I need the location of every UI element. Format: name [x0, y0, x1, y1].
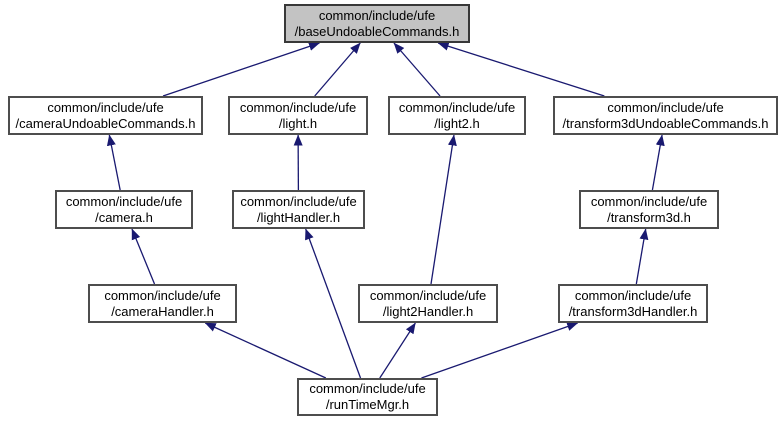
edge-runTimeMgr-to-transform3dHandler — [421, 322, 579, 379]
node-label-line1: common/include/ufe — [590, 193, 708, 209]
edge-cameraHandler-to-camera — [131, 228, 156, 285]
node-label-line2: /camera.h — [95, 209, 153, 225]
node-label-line1: common/include/ufe — [607, 99, 724, 115]
edge-transform3d-to-transform3dUndoableCommands — [651, 134, 665, 191]
node-label-line1: common/include/ufe — [104, 287, 221, 303]
node-label-line2: /transform3dUndoableCommands.h — [562, 115, 769, 131]
node-label-line2: /baseUndoableCommands.h — [294, 23, 460, 39]
node-label-line2: /cameraUndoableCommands.h — [15, 115, 196, 131]
edge-runTimeMgr-to-cameraHandler — [204, 322, 327, 379]
node-label-line2: /transform3dHandler.h — [568, 303, 698, 319]
edge-camera-to-cameraUndoableCommands — [106, 134, 121, 191]
graph-node-cameraHandler[interactable]: common/include/ufe/cameraHandler.h — [88, 284, 237, 323]
node-label-line1: common/include/ufe — [65, 193, 183, 209]
graph-node-light[interactable]: common/include/ufe/light.h — [228, 96, 368, 135]
node-label-line2: /light2Handler.h — [382, 303, 474, 319]
graph-node-light2[interactable]: common/include/ufe/light2.h — [388, 96, 526, 135]
node-label-line1: common/include/ufe — [369, 287, 487, 303]
node-label-line1: common/include/ufe — [318, 7, 436, 23]
edge-light2-to-baseUndoableCommands — [393, 42, 441, 97]
node-label-line2: /runTimeMgr.h — [325, 397, 410, 412]
graph-node-cameraUndoableCommands[interactable]: common/include/ufe/cameraUndoableCommand… — [8, 96, 203, 135]
node-label-line1: common/include/ufe — [574, 287, 692, 303]
graph-node-baseUndoableCommands: common/include/ufe/baseUndoableCommands.… — [284, 4, 470, 43]
node-label-line2: /cameraHandler.h — [111, 303, 214, 319]
edge-transform3dUndoableCommands-to-baseUndoableCommands — [437, 41, 605, 97]
node-label-line1: common/include/ufe — [47, 99, 164, 115]
edge-runTimeMgr-to-lightHandler — [305, 228, 362, 379]
graph-node-camera[interactable]: common/include/ufe/camera.h — [55, 190, 193, 229]
node-label-line2: /light.h — [278, 115, 318, 131]
edge-runTimeMgr-to-light2Handler — [379, 322, 416, 379]
edge-light-to-baseUndoableCommands — [314, 42, 361, 97]
node-label-line1: common/include/ufe — [398, 99, 516, 115]
node-label-line1: common/include/ufe — [239, 99, 357, 115]
graph-node-transform3dHandler[interactable]: common/include/ufe/transform3dHandler.h — [558, 284, 708, 323]
edge-cameraUndoableCommands-to-baseUndoableCommands — [162, 42, 320, 97]
graph-node-light2Handler[interactable]: common/include/ufe/light2Handler.h — [358, 284, 498, 323]
node-label-line1: common/include/ufe — [309, 381, 426, 396]
graph-node-runTimeMgr[interactable]: common/include/ufe/runTimeMgr.h — [297, 378, 438, 416]
node-label-line2: /light2.h — [434, 115, 480, 131]
graph-node-lightHandler[interactable]: common/include/ufe/lightHandler.h — [232, 190, 365, 229]
node-label-line2: /transform3d.h — [607, 209, 691, 225]
graph-node-transform3dUndoableCommands[interactable]: common/include/ufe/transform3dUndoableCo… — [553, 96, 778, 135]
node-label-line1: common/include/ufe — [240, 193, 357, 209]
node-label-line2: /lightHandler.h — [256, 209, 341, 225]
edge-light2Handler-to-light2 — [430, 134, 457, 285]
graph-node-transform3d[interactable]: common/include/ufe/transform3d.h — [579, 190, 719, 229]
edge-transform3dHandler-to-transform3d — [635, 228, 649, 285]
